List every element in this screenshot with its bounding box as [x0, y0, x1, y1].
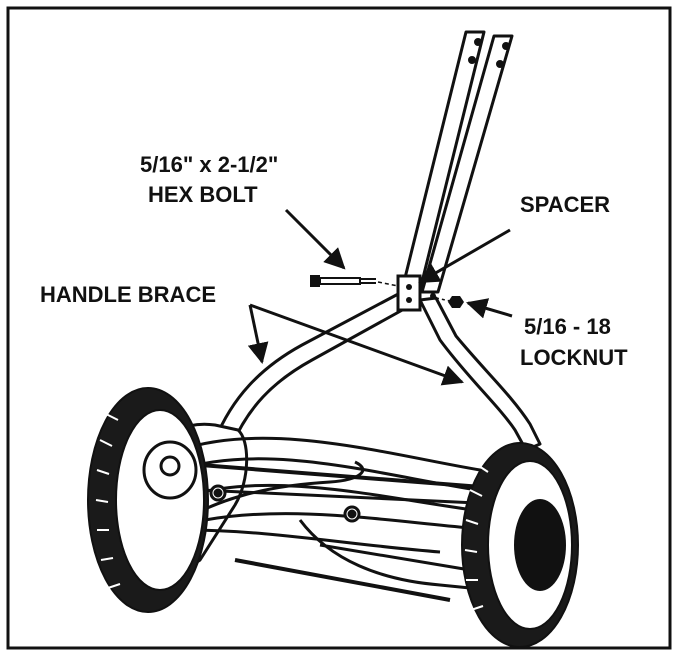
left-wheel [87, 387, 209, 613]
locknut-label-line1: 5/16 - 18 [524, 314, 611, 339]
handle-brace-arrow-left [247, 304, 269, 365]
leader-lines [247, 208, 513, 386]
hex-bolt-arrow [284, 208, 346, 270]
locknut [435, 296, 464, 308]
hex-bolt-label-line1: 5/16" x 2-1/2" [140, 152, 278, 177]
locknut-label-line2: LOCKNUT [520, 345, 628, 370]
handle-brace-arrow-right [249, 303, 464, 386]
spacer-label: SPACER [520, 192, 610, 217]
spacer-assembly [396, 274, 436, 312]
locknut-arrow [465, 298, 513, 319]
right-wheel [461, 442, 579, 648]
spacer-arrow [418, 228, 511, 284]
hex-bolt-label-line2: HEX BOLT [148, 182, 258, 207]
hex-bolt [310, 275, 399, 287]
diagram-frame [6, 6, 672, 650]
handle [208, 30, 542, 460]
handle-brace-label: HANDLE BRACE [40, 282, 216, 307]
